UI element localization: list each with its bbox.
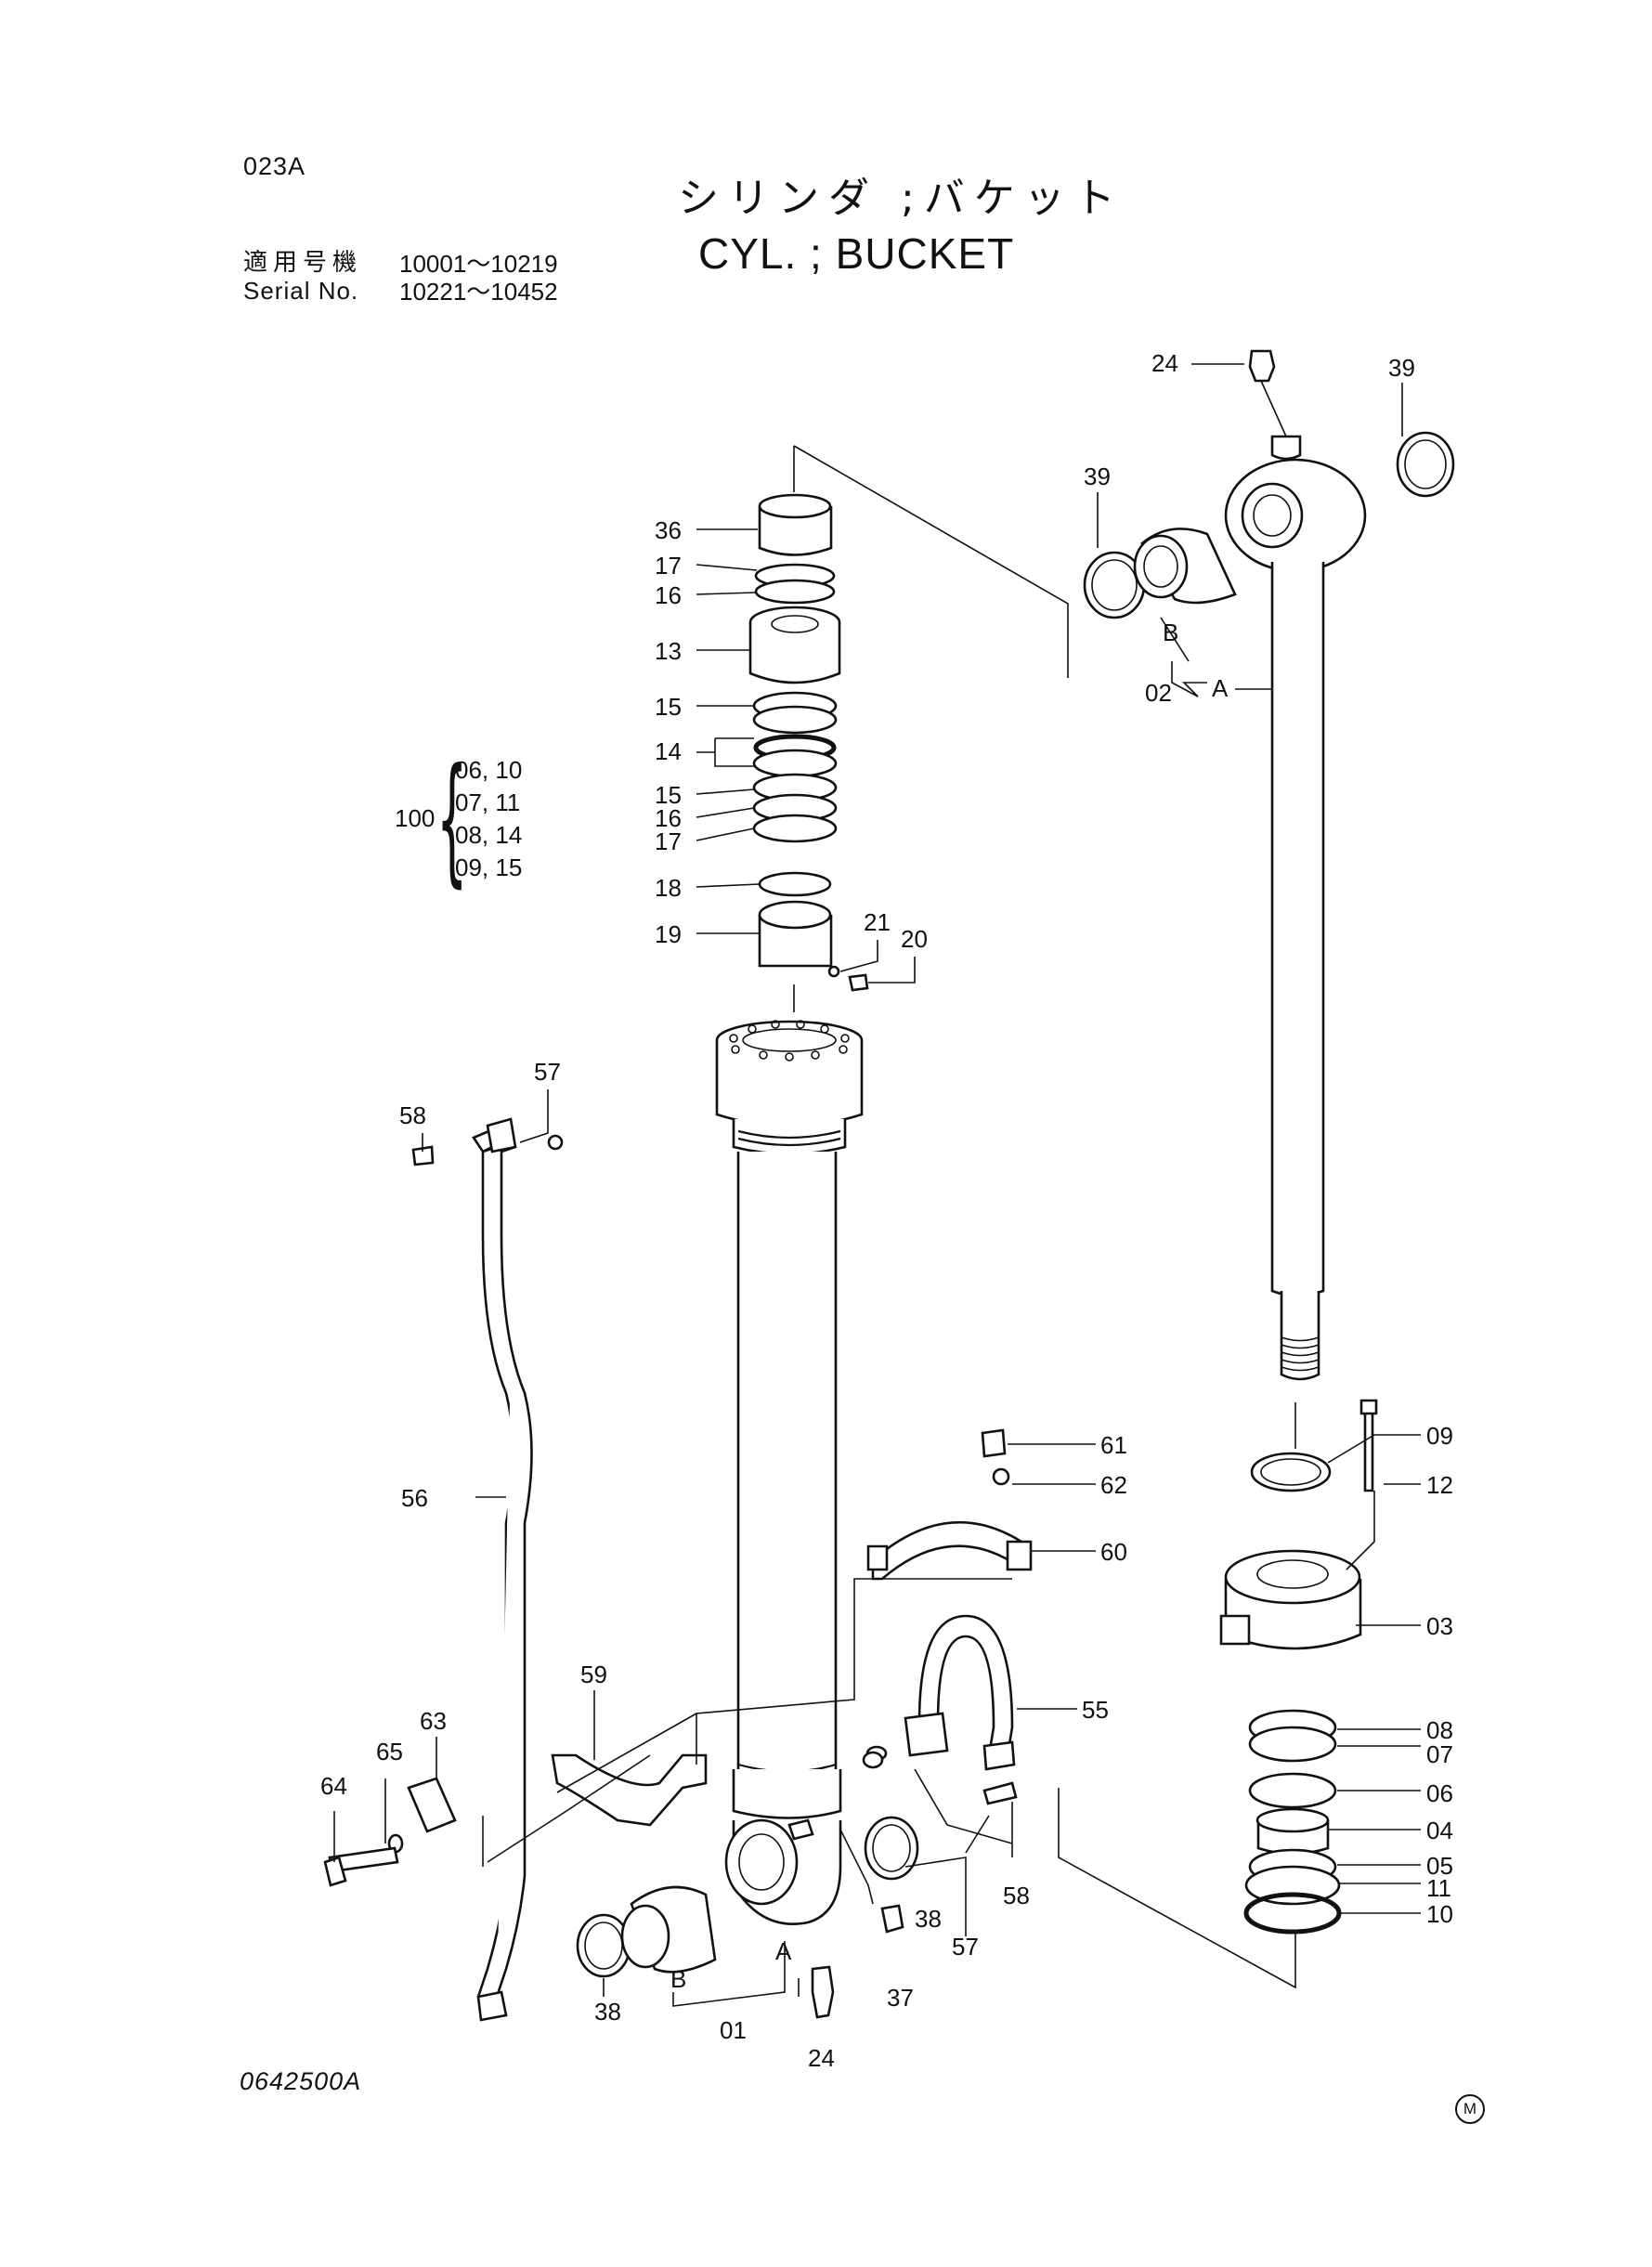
piston-parts: [1219, 1399, 1378, 1935]
leader-lines: [333, 363, 1421, 2007]
callout-labels: 24 39 39 B 02 A 36 17 16 13 15 14 15 16 …: [320, 349, 1453, 2072]
callout-60: 60: [1100, 1538, 1127, 1566]
callout-37: 37: [887, 1984, 914, 2012]
callout-a-top: A: [1212, 674, 1229, 702]
callout-57-bottom: 57: [952, 1933, 979, 1961]
kit-line-2: 07, 11: [455, 788, 521, 816]
callout-08: 08: [1426, 1716, 1453, 1744]
callout-63: 63: [420, 1707, 447, 1735]
cylinder-tube: [715, 1020, 864, 1925]
callout-15a: 15: [655, 693, 682, 721]
grease-fitting-top: [1248, 349, 1287, 437]
callout-24-top: 24: [1151, 349, 1178, 377]
callout-58-bottom: 58: [1003, 1882, 1030, 1909]
title-english: CYL. ; BUCKET: [698, 229, 1015, 278]
callout-06: 06: [1426, 1779, 1453, 1807]
callout-b-top: B: [1163, 619, 1178, 646]
rod-head-parts: [748, 493, 869, 992]
callout-39-left: 39: [1084, 463, 1111, 490]
kit-line-4: 09, 15: [455, 853, 523, 881]
callout-38-right: 38: [915, 1905, 942, 1933]
seal-rings-39: [1083, 431, 1455, 619]
callout-03: 03: [1426, 1612, 1453, 1640]
callout-a-bottom: A: [775, 1937, 792, 1965]
callout-b-bottom: B: [670, 1965, 686, 1993]
callout-05: 05: [1426, 1852, 1453, 1880]
callout-57-top: 57: [534, 1058, 561, 1086]
callout-58-top: 58: [399, 1101, 426, 1129]
callout-62: 62: [1100, 1471, 1127, 1499]
kit-brace: {: [436, 739, 468, 901]
callout-17a: 17: [655, 552, 682, 580]
callout-24-bottom: 24: [808, 2044, 835, 2072]
bushing-top: [1133, 528, 1237, 605]
callout-65: 65: [376, 1738, 403, 1765]
grease-fitting-bottom: [811, 1965, 835, 2019]
callout-02: 02: [1145, 679, 1172, 707]
title-japanese: シリンダ ;バケット: [678, 175, 1125, 222]
callout-20: 20: [901, 925, 928, 953]
maker-mark: M: [1455, 2094, 1485, 2124]
callout-16a: 16: [655, 581, 682, 609]
callout-07: 07: [1426, 1740, 1453, 1768]
pipes-and-clamps: [323, 1117, 1033, 2022]
drawing-number: 0642500A: [240, 2067, 362, 2095]
callout-16b: 16: [655, 804, 682, 832]
callout-15b: 15: [655, 781, 682, 809]
kit-line-3: 08, 14: [455, 821, 523, 849]
callout-64: 64: [320, 1772, 347, 1800]
callout-55: 55: [1082, 1696, 1109, 1724]
callout-11: 11: [1426, 1874, 1451, 1902]
serial-label-japanese: 適用号機: [243, 249, 363, 277]
callout-36: 36: [655, 516, 682, 544]
kit-line-1: 06, 10: [455, 756, 523, 784]
callout-17b: 17: [655, 827, 682, 855]
callout-10: 10: [1426, 1900, 1453, 1928]
callout-38-left: 38: [594, 1998, 621, 2026]
callout-14: 14: [655, 737, 682, 765]
callout-12: 12: [1426, 1471, 1453, 1499]
callout-13: 13: [655, 637, 682, 665]
page-id: 023A: [243, 152, 306, 180]
callout-18: 18: [655, 874, 682, 902]
callout-04: 04: [1426, 1817, 1453, 1844]
callout-59: 59: [580, 1661, 607, 1688]
callout-56: 56: [401, 1484, 428, 1512]
kit-number: 100: [395, 804, 436, 832]
callout-39-right: 39: [1388, 354, 1415, 382]
piston-rod: [1224, 435, 1367, 1381]
callout-61: 61: [1100, 1431, 1127, 1459]
callout-21: 21: [864, 908, 891, 936]
callout-19: 19: [655, 920, 682, 948]
serial-range-1: 10001～10219: [399, 250, 558, 278]
serial-range-2: 10221～10452: [399, 278, 558, 306]
callout-01: 01: [720, 2016, 747, 2044]
serial-label-english: Serial No.: [243, 277, 359, 305]
callout-09: 09: [1426, 1422, 1453, 1450]
